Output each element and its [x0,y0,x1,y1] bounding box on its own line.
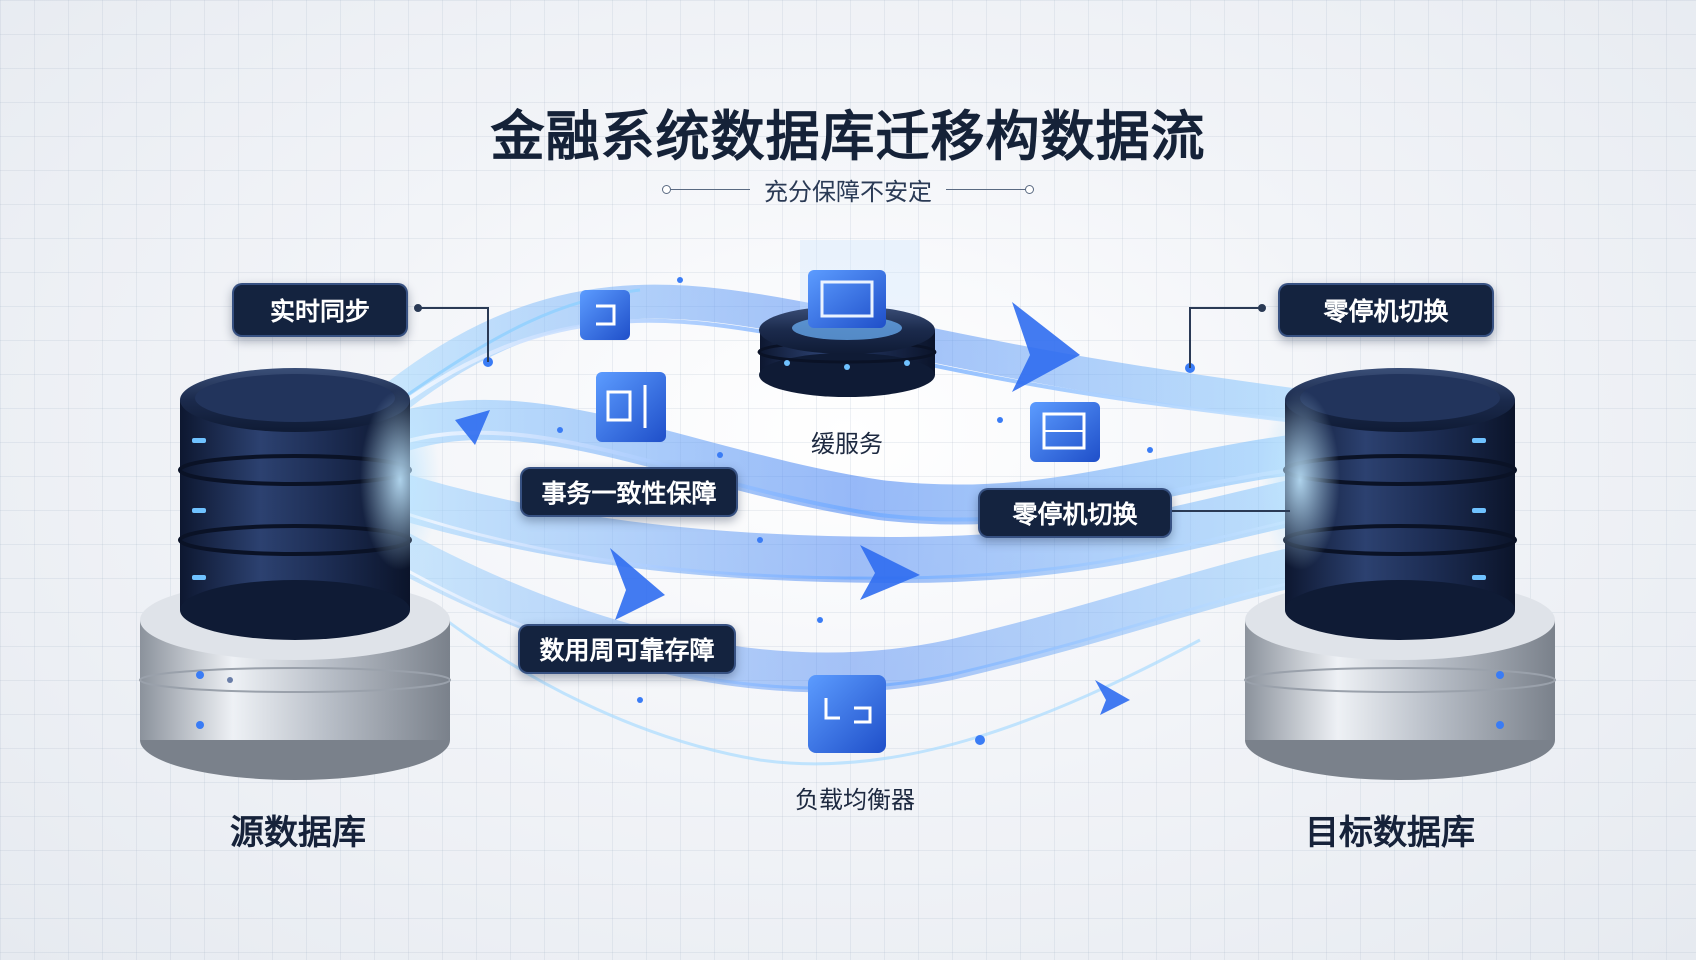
source-database-label: 源数据库 [230,813,366,853]
load-balancer-icon [808,675,886,753]
subtitle-row: 充分保障不安定 [0,172,1696,207]
label-zero-downtime-top: 零停机切换 [1278,283,1494,337]
cube-icon [596,372,666,442]
page-title: 金融系统数据库迁移构数据流 [490,105,1206,168]
target-database-icon [1244,368,1556,780]
subtitle: 充分保障不安定 [764,178,932,206]
cube-icon [580,290,630,340]
caption-load-balancer: 负载均衡器 [795,786,915,814]
label-zero-downtime-mid: 零停机切换 [978,488,1172,538]
cache-server-icon [757,240,937,397]
label-connectors [414,304,1290,512]
target-database-label: 目标数据库 [1305,813,1475,853]
subtitle-divider-left [662,185,750,194]
label-transaction-consistency: 事务一致性保障 [520,467,738,517]
label-high-availability: 数用周可靠存障 [518,624,736,674]
subtitle-divider-right [946,185,1034,194]
caption-cache-service: 缓服务 [811,430,883,458]
source-database-icon [139,368,451,780]
label-realtime-sync: 实时同步 [232,283,408,337]
cube-icon [1030,402,1100,462]
arrow-icon [455,302,1130,715]
